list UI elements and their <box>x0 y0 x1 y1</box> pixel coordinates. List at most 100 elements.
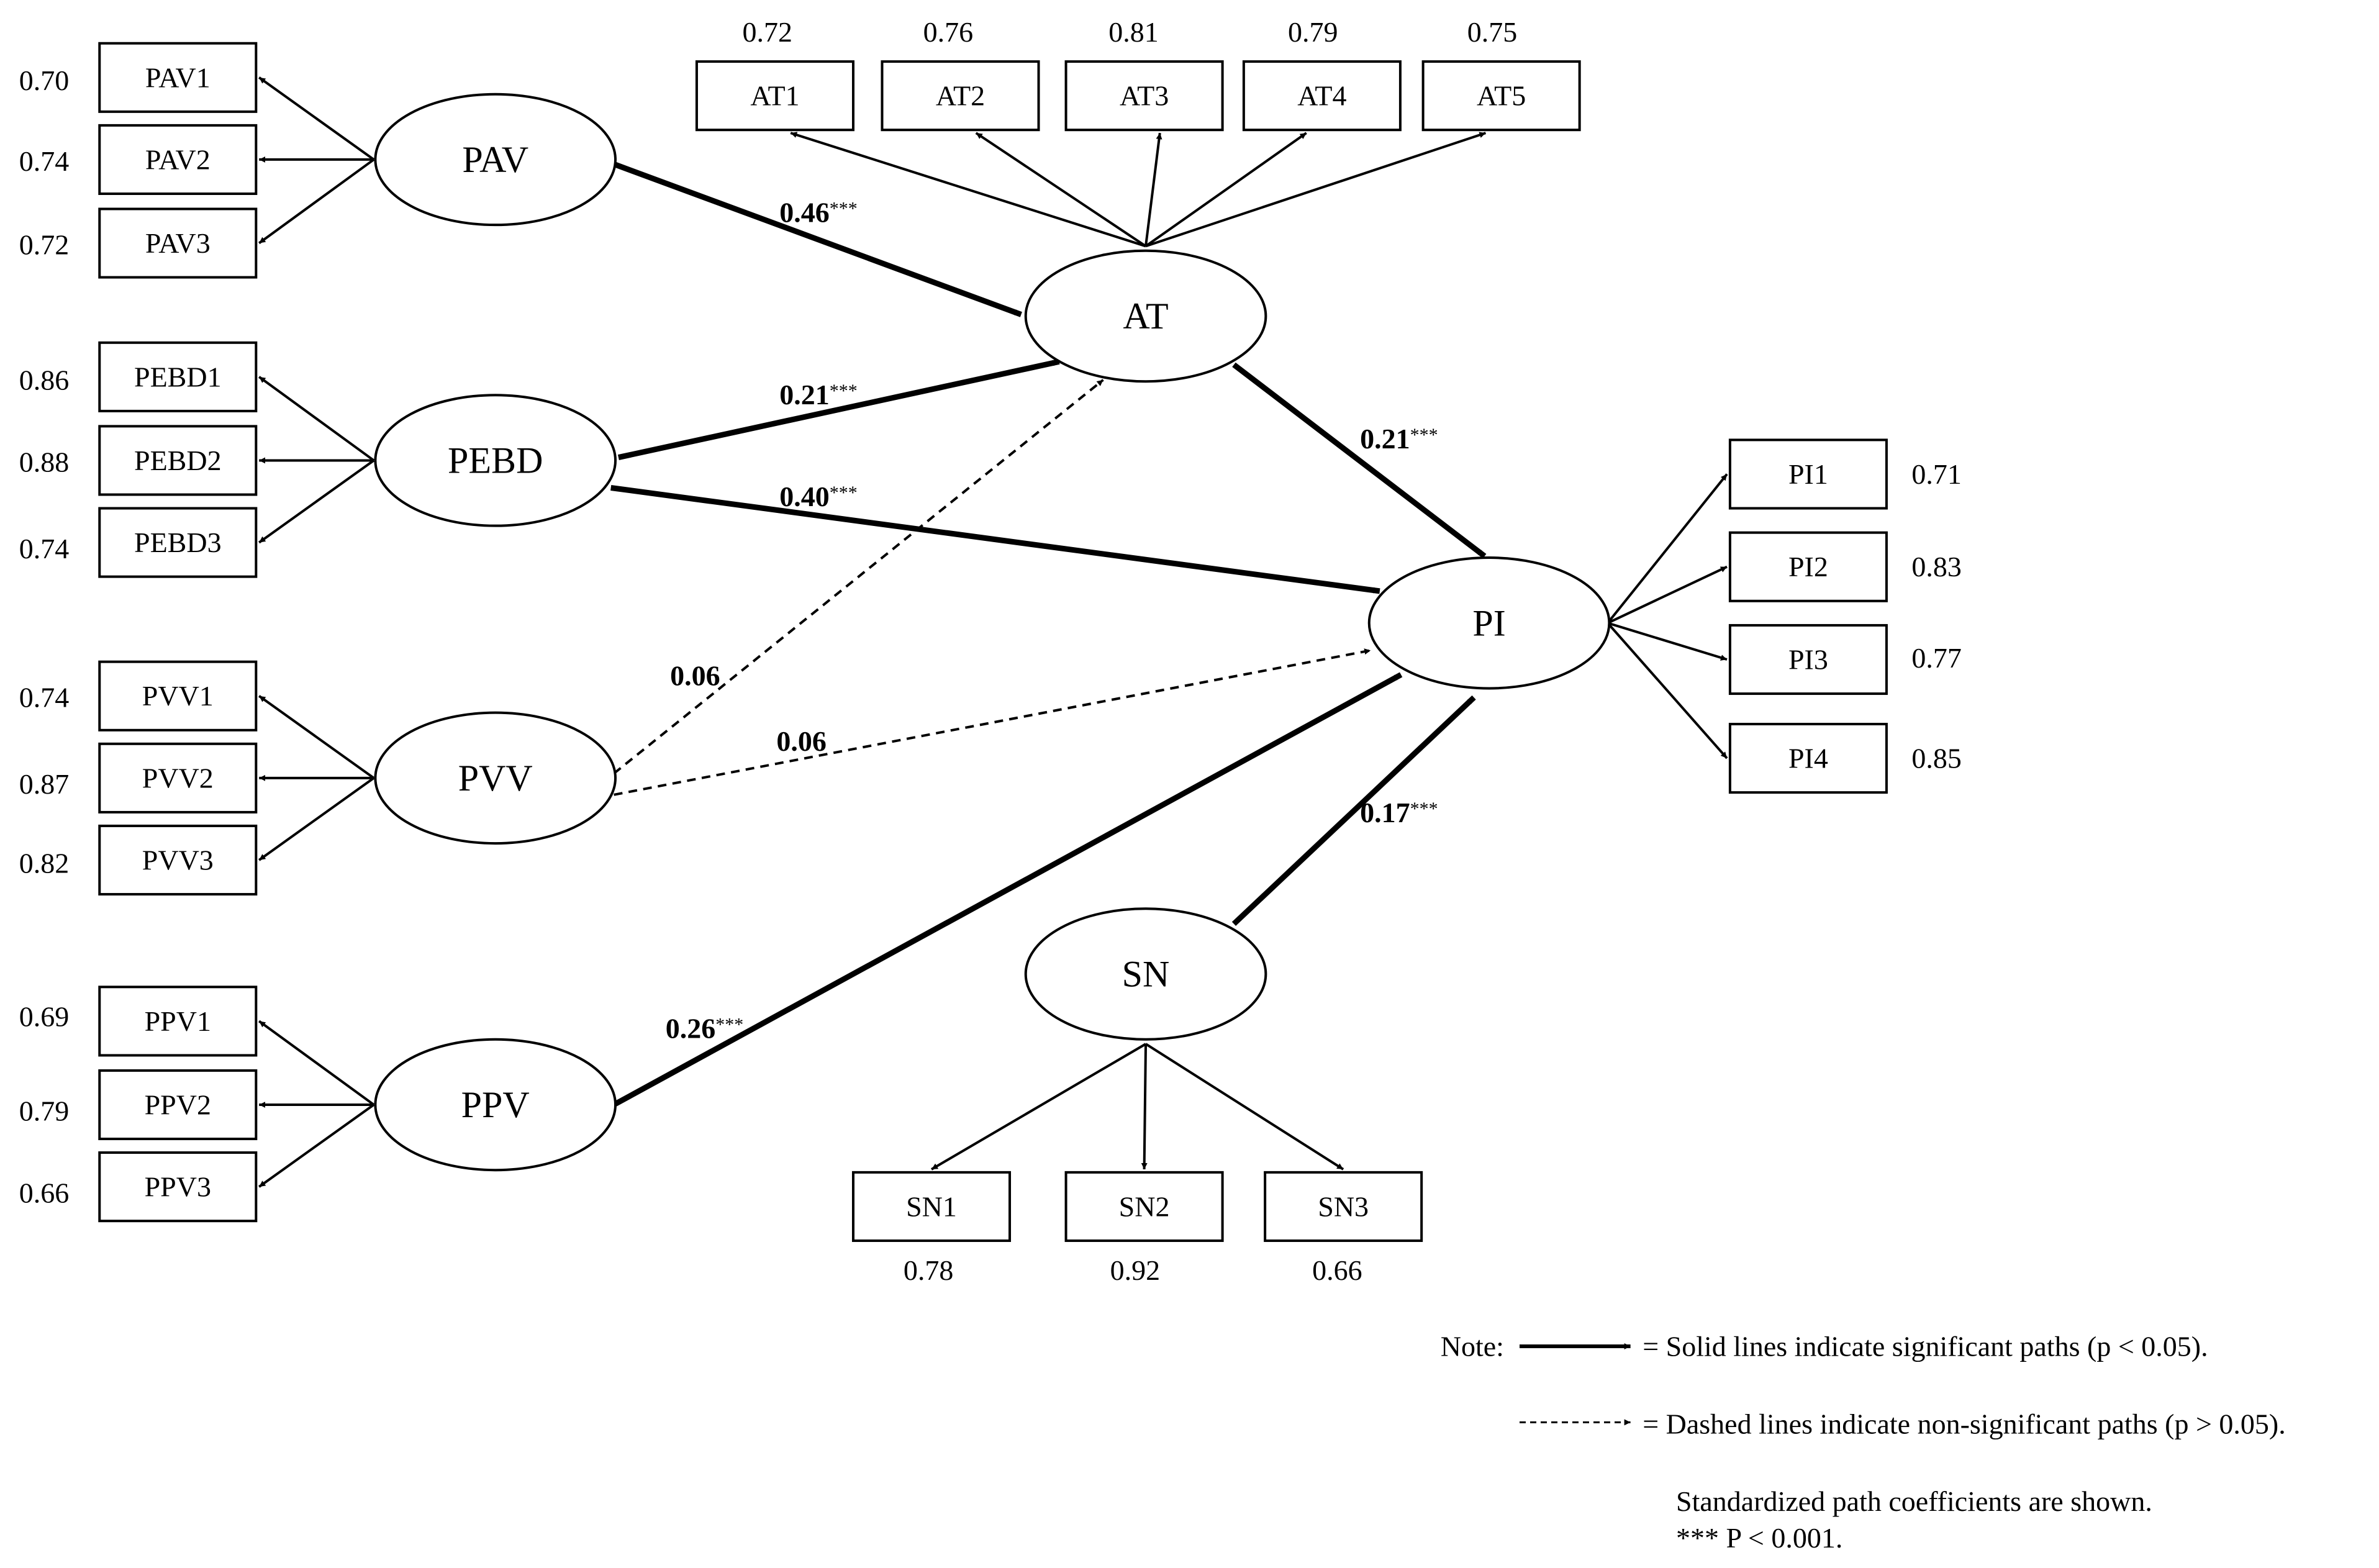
indicator-label: PI1 <box>1788 458 1828 490</box>
indicator-box <box>1264 1171 1423 1242</box>
loading-value-at3: 0.81 <box>1108 16 1159 48</box>
indicator-label: PVV3 <box>142 845 214 876</box>
indicator-label: PPV3 <box>145 1171 211 1203</box>
loading-value-pebd1: 0.86 <box>19 364 70 396</box>
latent-pvv: PVV <box>374 711 617 845</box>
indicator-box <box>1728 531 1888 602</box>
indicator-label: SN1 <box>906 1190 957 1222</box>
path-coef-pvv-at: 0.06 <box>670 660 720 692</box>
loading-value-at1: 0.72 <box>742 16 792 48</box>
loading-value-pebd2: 0.88 <box>19 446 70 478</box>
loading-arrow-pav1 <box>258 76 375 161</box>
note-standardized: Standardized path coefficients are shown… <box>1676 1485 2152 1517</box>
indicator-label: PEBD1 <box>134 361 222 392</box>
indicator-box <box>1064 1171 1224 1242</box>
indicator-pi3: PI3 <box>1728 623 1888 696</box>
latent-ellipse <box>374 394 617 527</box>
indicator-label: PI4 <box>1788 743 1828 774</box>
path-coef-at-pi: 0.21*** <box>1360 423 1438 455</box>
indicator-at1: AT1 <box>695 60 854 132</box>
indicator-box <box>1728 722 1888 794</box>
indicator-label: PAV3 <box>145 227 211 259</box>
indicator-label: PVV1 <box>142 680 214 712</box>
indicator-box <box>98 124 258 195</box>
legend-solid-text: = Solid lines indicate significant paths… <box>1643 1331 2208 1362</box>
loading-arrow-sn1 <box>931 1043 1147 1171</box>
loading-arrow-ppv3 <box>258 1103 375 1188</box>
loading-value-pvv1: 0.74 <box>19 682 70 714</box>
latent-ellipse <box>374 93 617 227</box>
loading-arrow-pi4 <box>1606 622 1728 759</box>
latent-pebd: PEBD <box>374 394 617 527</box>
loading-value-pebd3: 0.74 <box>19 533 70 564</box>
loading-arrow-at3 <box>1144 132 1162 247</box>
indicator-box <box>881 60 1040 132</box>
path-coef-pebd-pi: 0.40*** <box>779 481 858 512</box>
indicator-sn3: SN3 <box>1264 1171 1423 1242</box>
note-prefix: Note: <box>1441 1331 1504 1362</box>
indicator-label: AT4 <box>1297 80 1346 112</box>
indicator-label: PI2 <box>1788 551 1828 582</box>
loading-value-pav1: 0.70 <box>19 65 70 96</box>
latent-ellipse <box>374 1038 617 1172</box>
legend-dashed-text: = Dashed lines indicate non-significant … <box>1643 1408 2286 1439</box>
indicator-label: AT1 <box>750 80 799 112</box>
loading-arrow-at4 <box>1144 132 1307 248</box>
indicator-box <box>98 742 258 813</box>
indicator-box <box>851 1171 1012 1242</box>
path-coef-pav-at: 0.46*** <box>779 196 858 228</box>
indicator-box <box>98 824 258 896</box>
path-coef-pebd-at: 0.21*** <box>779 379 858 410</box>
legend-note: Note: = Solid lines indicate significant … <box>1441 1331 2286 1554</box>
indicator-label: PI3 <box>1788 643 1828 675</box>
loading-value-pi3: 0.77 <box>1911 642 1962 674</box>
indicator-sn2: SN2 <box>1064 1171 1224 1242</box>
path-coef-ppv-pi: 0.26*** <box>666 1012 744 1044</box>
indicator-box <box>98 1069 258 1141</box>
indicator-label: PEBD2 <box>134 445 222 476</box>
indicator-pav2: PAV2 <box>98 124 258 195</box>
loading-value-pi2: 0.83 <box>1911 551 1962 582</box>
loading-arrow-pi1 <box>1606 473 1728 624</box>
indicator-box <box>1421 60 1581 132</box>
loading-arrow-pvv3 <box>258 777 375 861</box>
indicator-at4: AT4 <box>1242 60 1402 132</box>
indicator-ppv1: PPV1 <box>98 986 258 1057</box>
latent-pi: PI <box>1367 556 1611 690</box>
indicator-pav3: PAV3 <box>98 207 258 279</box>
indicator-pebd1: PEBD1 <box>98 341 258 412</box>
indicator-label: SN3 <box>1318 1190 1369 1222</box>
loading-value-pav2: 0.74 <box>19 145 70 177</box>
loading-value-pi4: 0.85 <box>1911 743 1962 774</box>
indicator-pi1: PI1 <box>1728 438 1888 510</box>
loading-arrow-pvv1 <box>258 695 375 779</box>
latent-label: PVV <box>458 758 533 799</box>
indicator-label: PEBD3 <box>134 527 222 558</box>
loading-arrow-pebd3 <box>258 459 375 544</box>
indicator-pvv3: PVV3 <box>98 824 258 896</box>
loading-arrow-at1 <box>790 132 1146 248</box>
indicator-ppv2: PPV2 <box>98 1069 258 1141</box>
path-pvv-at <box>613 379 1104 775</box>
indicator-at2: AT2 <box>881 60 1040 132</box>
latent-ellipse <box>1367 556 1611 690</box>
indicator-box <box>695 60 854 132</box>
indicator-box <box>98 986 258 1057</box>
indicator-box <box>98 341 258 412</box>
loading-value-pi1: 0.71 <box>1911 458 1962 490</box>
loading-value-at2: 0.76 <box>923 16 974 48</box>
indicator-pi4: PI4 <box>1728 722 1888 794</box>
note-significance: *** P < 0.001. <box>1676 1522 1842 1554</box>
indicator-label: PVV2 <box>142 762 214 794</box>
path-sn-pi <box>1231 695 1476 927</box>
path-coef-sn-pi: 0.17*** <box>1360 797 1438 828</box>
indicator-box <box>1064 60 1224 132</box>
indicator-label: PAV1 <box>145 61 211 93</box>
latent-sn: SN <box>1024 907 1267 1041</box>
loading-value-sn2: 0.92 <box>1110 1254 1161 1286</box>
loading-value-pvv3: 0.82 <box>19 847 70 879</box>
path-coef-pvv-pi: 0.06 <box>776 725 827 757</box>
loading-arrow-at2 <box>975 132 1147 248</box>
loading-arrow-pav3 <box>258 158 375 245</box>
latent-label: PPV <box>461 1084 530 1125</box>
